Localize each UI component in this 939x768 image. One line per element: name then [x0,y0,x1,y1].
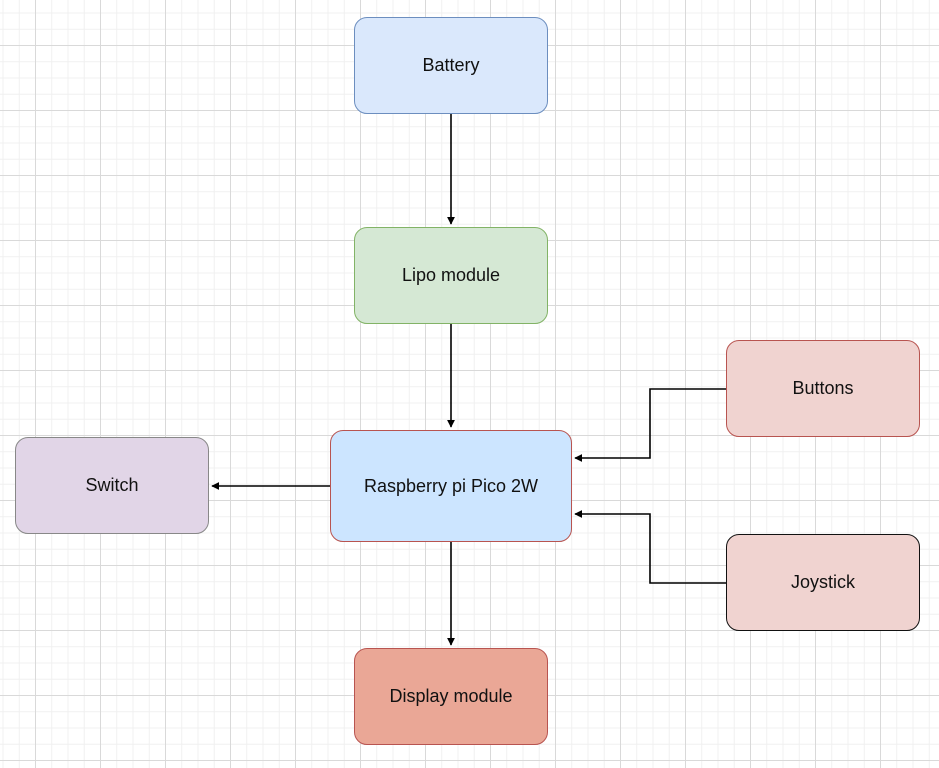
node-battery-label: Battery [422,55,480,75]
node-lipo-module[interactable]: Lipo module [354,227,548,324]
node-buttons[interactable]: Buttons [726,340,920,437]
node-raspberry-pi-pico-label: Raspberry pi Pico 2W [363,475,539,496]
node-switch-label: Switch [85,475,139,495]
node-switch[interactable]: Switch [15,437,209,534]
edge-buttons-to-pico [574,388,726,462]
node-buttons-label: Buttons [792,378,854,398]
node-joystick[interactable]: Joystick [726,534,920,631]
node-battery[interactable]: Battery [354,17,548,114]
node-raspberry-pi-pico[interactable]: Raspberry pi Pico 2W [330,430,572,542]
node-display-module-label: Display module [389,686,513,706]
node-display-module[interactable]: Display module [354,648,548,745]
node-joystick-label: Joystick [790,572,855,592]
edge-joystick-to-pico [574,510,726,584]
node-lipo-module-label: Lipo module [401,265,501,285]
